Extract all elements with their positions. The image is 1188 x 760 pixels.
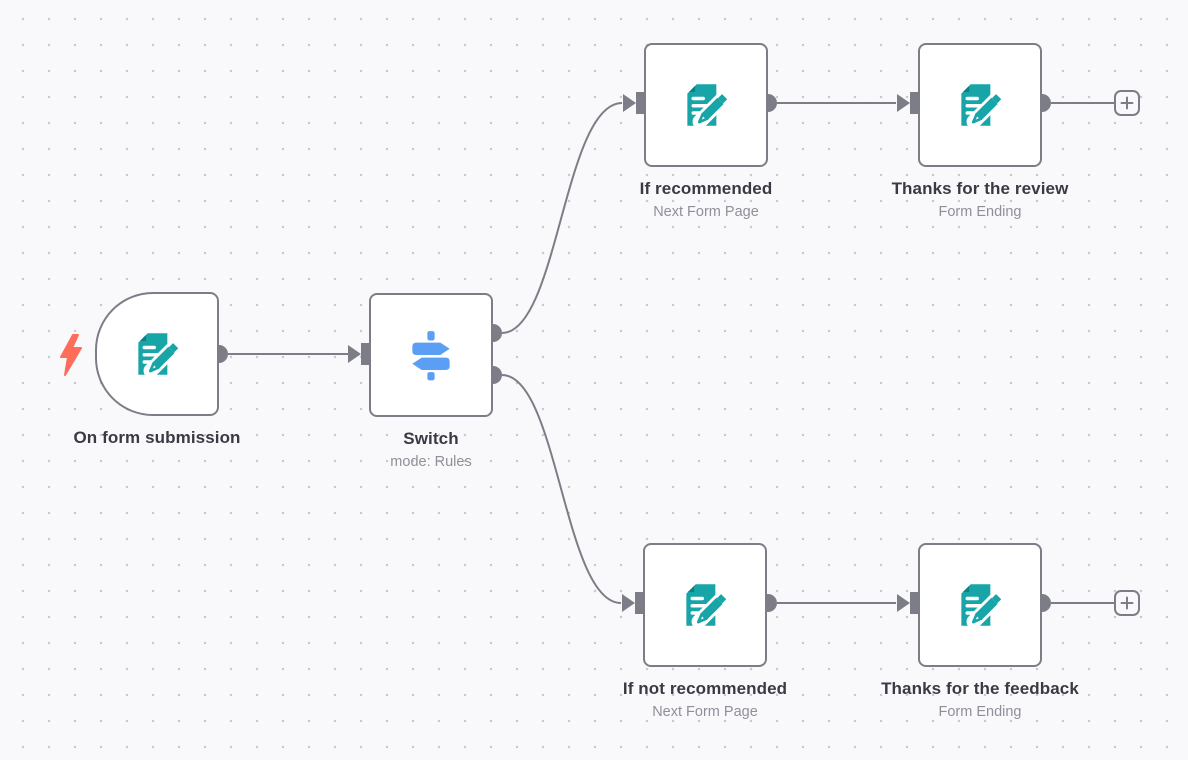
node-thanks-feedback[interactable] [918,543,1042,667]
node-label: Switch mode: Rules [390,429,471,470]
input-slot [910,592,918,614]
node-if-recommended[interactable] [644,43,768,167]
arrow-head-icon [897,94,910,112]
node-title: If not recommended [622,679,788,698]
arrow-head-icon [622,594,635,612]
node-title: Thanks for the feedback [881,679,1079,698]
node-label: Thanks for the review Form Ending [892,179,1069,220]
input-slot [910,92,918,114]
add-node-button-top[interactable] [1114,90,1140,116]
form-pen-icon [686,584,729,629]
form-pen-icon [961,584,1004,629]
form-pen-icon [138,333,181,378]
connection-switch-if-recommended[interactable] [501,92,644,334]
connection-if-recommended-thanks-review[interactable] [777,92,918,114]
node-switch[interactable] [369,293,493,417]
connection-switch-if-not-recommended[interactable] [501,374,643,614]
node-title: Thanks for the review [891,179,1069,198]
node-title: If recommended [639,179,773,198]
node-title: On form submission [73,428,241,447]
node-label: On form submission [73,428,240,448]
connection-if-not-recommended-thanks-feedback[interactable] [777,592,918,614]
node-title: Switch [403,429,459,448]
node-label: Thanks for the feedback Form Ending [881,679,1079,720]
node-on-form-submission[interactable] [95,292,219,416]
node-subtitle: Next Form Page [653,204,759,220]
input-slot [361,343,369,365]
node-label: If not recommended Next Form Page [623,679,787,720]
node-subtitle: Form Ending [938,204,1022,220]
form-pen-icon [687,84,730,129]
connection-trigger-switch[interactable] [228,343,369,365]
node-thanks-review[interactable] [918,43,1042,167]
add-node-button-bottom[interactable] [1114,590,1140,616]
node-subtitle: mode: Rules [390,454,472,470]
node-subtitle: Form Ending [938,704,1022,720]
arrow-head-icon [897,594,910,612]
input-slot [636,92,644,114]
node-if-not-recommended[interactable] [643,543,767,667]
signpost-icon [412,331,450,381]
form-pen-icon [961,84,1004,129]
node-subtitle: Next Form Page [652,704,758,720]
node-label: If recommended Next Form Page [640,179,773,220]
lightning-bolt-icon [60,334,82,376]
arrow-head-icon [348,345,361,363]
input-slot [635,592,643,614]
arrow-head-icon [623,94,636,112]
plus-icon [1120,596,1134,610]
plus-icon [1120,96,1134,110]
